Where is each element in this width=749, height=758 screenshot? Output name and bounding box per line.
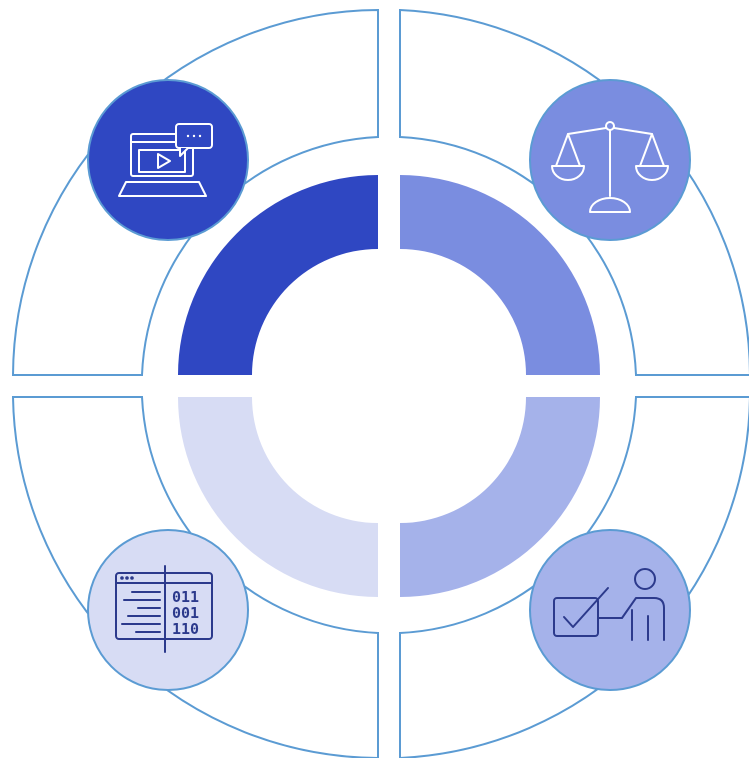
segment-top-right xyxy=(400,175,600,375)
outer-section-bottom-left xyxy=(11,396,379,758)
segment-top-left xyxy=(178,175,378,375)
segment-bottom-right xyxy=(400,397,600,597)
inner-donut xyxy=(178,175,600,597)
presenter-checkbox-icon xyxy=(553,568,665,641)
badge-top-left xyxy=(87,79,249,241)
outer-section-bottom-right xyxy=(399,396,749,758)
badge-top-right xyxy=(529,79,691,241)
binary-digits: 011 001 110 xyxy=(172,588,199,638)
outer-section-top-left xyxy=(11,8,379,376)
badge-bottom-left: 011 001 110 xyxy=(87,529,249,691)
binary-line-3: 110 xyxy=(172,620,199,638)
balance-scale-icon xyxy=(551,121,669,213)
binary-code-window-icon xyxy=(115,565,213,653)
outer-section-top-right xyxy=(399,8,749,376)
video-laptop-icon xyxy=(118,123,213,197)
badge-bottom-right xyxy=(529,529,691,691)
binary-line-1: 011 xyxy=(172,588,199,606)
binary-line-2: 001 xyxy=(172,604,199,622)
segment-bottom-left xyxy=(178,397,378,597)
outer-ring xyxy=(11,8,749,758)
